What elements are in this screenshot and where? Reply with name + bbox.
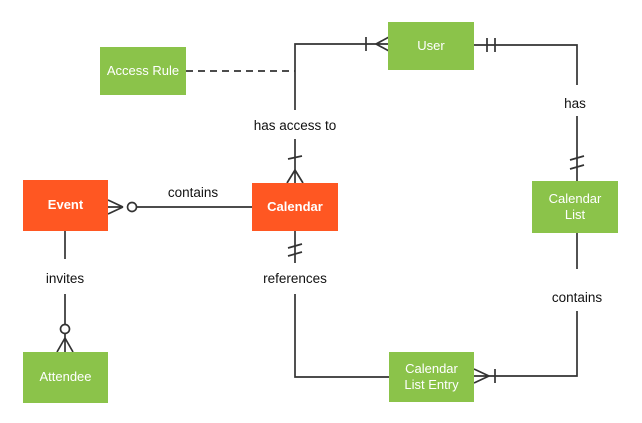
one-tick-icon [287,155,303,160]
edge-calendar-references-entry [287,231,389,378]
edge-calendar-list-contains-entry [473,233,578,384]
zero-circle-icon [59,323,71,335]
crows-foot-many-icon [56,337,74,353]
edge-user-has-calendar-list [474,38,585,181]
edge-label-has-access-to: has access to [253,118,337,133]
double-tick-icon [569,155,585,170]
entity-attendee: Attendee [23,352,108,403]
edge-label-contains-event-calendar: contains [167,185,219,200]
edge-label-contains-list-entry: contains [551,290,603,305]
edge-calendar-has-access-to-user [286,36,390,184]
crows-foot-many-icon [286,169,304,184]
entity-event-label: Event [47,197,84,213]
entity-access-rule: Access Rule [100,47,186,95]
entity-calendar-list-entry-label: Calendar List Entry [404,360,459,392]
entity-calendar-list-entry: Calendar List Entry [389,352,474,402]
entity-user: User [388,22,474,70]
entity-calendar-label: Calendar [267,198,323,214]
entity-attendee-label: Attendee [39,369,92,385]
edge-label-has: has [564,96,586,111]
edge-event-contains-calendar [107,199,252,215]
edge-line [294,294,389,378]
entity-calendar: Calendar [252,183,338,231]
entity-event: Event [23,180,108,231]
crows-foot-many-icon [473,368,490,384]
zero-circle-icon [126,201,138,213]
double-tick-icon [486,38,496,52]
entity-access-rule-label: Access Rule [106,62,180,78]
entity-calendar-list-label: Calendar List [548,190,602,222]
edge-event-invites-attendee [56,231,74,353]
edge-label-invites: invites [45,271,85,286]
crows-foot-many-icon [375,36,390,52]
edge-line [489,311,578,377]
edge-label-references: references [263,271,327,286]
edge-line [474,44,578,85]
entity-calendar-list: Calendar List [532,181,618,233]
crows-foot-many-icon [107,199,124,215]
entity-user-label: User [417,37,445,53]
double-tick-icon [287,243,303,257]
edge-line [294,43,376,110]
